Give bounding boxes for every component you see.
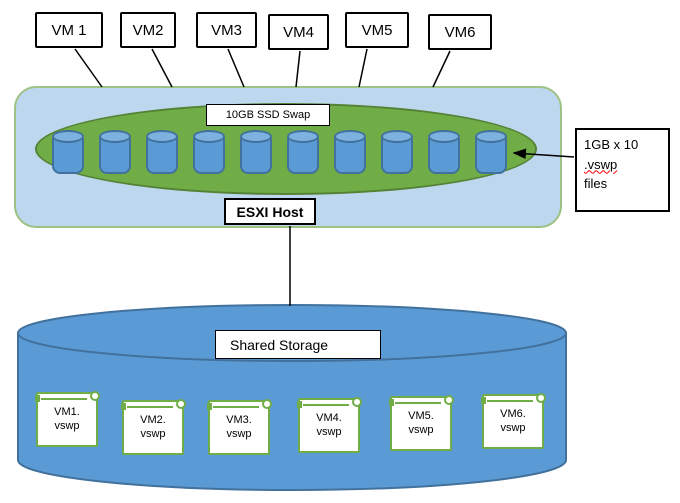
scroll-curl-icon bbox=[481, 397, 486, 404]
vm-label: VM6 bbox=[444, 23, 476, 41]
vswp-callout-box: 1GB x 10 .vswp files bbox=[575, 128, 670, 212]
vswp-file-icon-vm5: VM5. vswp bbox=[389, 395, 454, 451]
connector-vm5-host bbox=[358, 48, 368, 88]
vm-box-vm5: VM5 bbox=[345, 12, 409, 48]
vswp-drum-icon bbox=[334, 130, 366, 174]
callout-line2: .vswp bbox=[584, 156, 618, 172]
file-label-line1: VM4. bbox=[316, 412, 342, 424]
esxi-host-label: ESXI Host bbox=[224, 198, 316, 225]
vswp-file-icon-vm4: VM4. vswp bbox=[297, 397, 362, 453]
vm-box-vm2: VM2 bbox=[120, 12, 176, 48]
callout-line3: files bbox=[584, 176, 608, 191]
vm-label: VM 1 bbox=[51, 21, 87, 39]
file-label-line2: vswp bbox=[140, 428, 166, 441]
vm-label: VM3 bbox=[211, 21, 242, 39]
callout-line1: 1GB x 10 bbox=[584, 137, 639, 152]
vm-box-vm1: VM 1 bbox=[35, 12, 103, 48]
scroll-curl-icon bbox=[297, 401, 302, 408]
vswp-drum-icon bbox=[381, 130, 413, 174]
vswp-drum-icon bbox=[475, 130, 507, 174]
vswp-file-icon-vm6: VM6. vswp bbox=[481, 393, 546, 449]
file-label-line1: VM3. bbox=[226, 414, 252, 426]
scroll-curl-icon bbox=[389, 399, 394, 406]
file-label-line2: vswp bbox=[54, 420, 80, 433]
vswp-file-icon-vm3: VM3. vswp bbox=[207, 399, 272, 455]
vm-label: VM2 bbox=[132, 21, 164, 39]
scroll-curl-icon bbox=[35, 395, 40, 402]
file-label-line1: VM5. bbox=[408, 410, 434, 422]
connector-vm2-host bbox=[151, 48, 173, 88]
file-label-line1: VM2. bbox=[140, 414, 166, 426]
file-label-line2: vswp bbox=[408, 424, 434, 437]
connector-vm6-host bbox=[432, 50, 451, 88]
ssd-swap-label: 10GB SSD Swap bbox=[206, 104, 330, 126]
file-label-line2: vswp bbox=[500, 422, 526, 435]
vswp-drum-icon bbox=[287, 130, 319, 174]
vswp-drum-icon bbox=[52, 130, 84, 174]
file-label-line2: vswp bbox=[226, 428, 252, 441]
vm-box-vm6: VM6 bbox=[428, 14, 492, 50]
vm-label: VM5 bbox=[361, 21, 393, 39]
vm-label: VM4 bbox=[283, 23, 314, 41]
vm-box-vm3: VM3 bbox=[196, 12, 257, 48]
vswp-drum-icon bbox=[193, 130, 225, 174]
vswp-drum-icon bbox=[99, 130, 131, 174]
file-label-line1: VM6. bbox=[500, 408, 526, 420]
connector-vm1-host bbox=[74, 48, 103, 88]
vswp-file-icon-vm2: VM2. vswp bbox=[121, 399, 186, 455]
scroll-curl-icon bbox=[121, 403, 126, 410]
vm-box-vm4: VM4 bbox=[268, 14, 329, 50]
scroll-curl-icon bbox=[207, 403, 212, 410]
connector-vm3-host bbox=[227, 48, 245, 88]
vswp-file-icon-vm1: VM1. vswp bbox=[35, 391, 100, 447]
vswp-drum-icon bbox=[428, 130, 460, 174]
vswp-drum-icon bbox=[146, 130, 178, 174]
shared-storage-label: Shared Storage bbox=[215, 330, 381, 359]
connector-vm4-host bbox=[295, 50, 301, 88]
file-label-line2: vswp bbox=[316, 426, 342, 439]
file-label-line1: VM1. bbox=[54, 406, 80, 418]
vswp-drum-icon bbox=[240, 130, 272, 174]
